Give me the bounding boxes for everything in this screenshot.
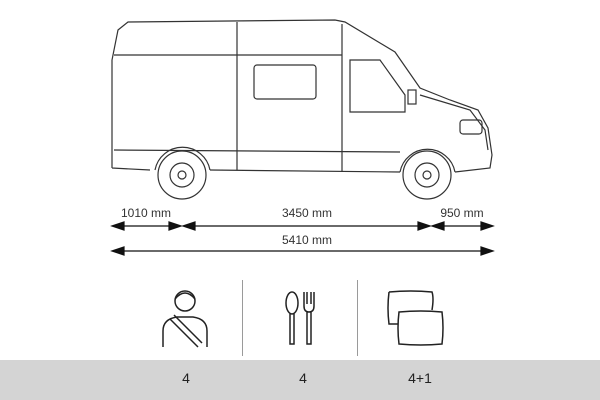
values-band (0, 360, 600, 400)
total-length-label: 5410 mm (281, 233, 333, 247)
front-overhang-label: 950 mm (440, 206, 484, 220)
seats-value: 4 (182, 370, 190, 386)
seatbelt-person-icon (162, 290, 208, 348)
pillows-icon (387, 290, 444, 346)
dining-value: 4 (299, 370, 307, 386)
wheelbase-label: 3450 mm (281, 206, 333, 220)
divider (357, 280, 358, 356)
sleeping-value: 4+1 (408, 370, 432, 386)
divider (242, 280, 243, 356)
dimension-arrows (110, 221, 495, 256)
cutlery-icon (285, 291, 315, 345)
van-side-view (110, 19, 495, 256)
rear-overhang-label: 1010 mm (120, 206, 172, 220)
